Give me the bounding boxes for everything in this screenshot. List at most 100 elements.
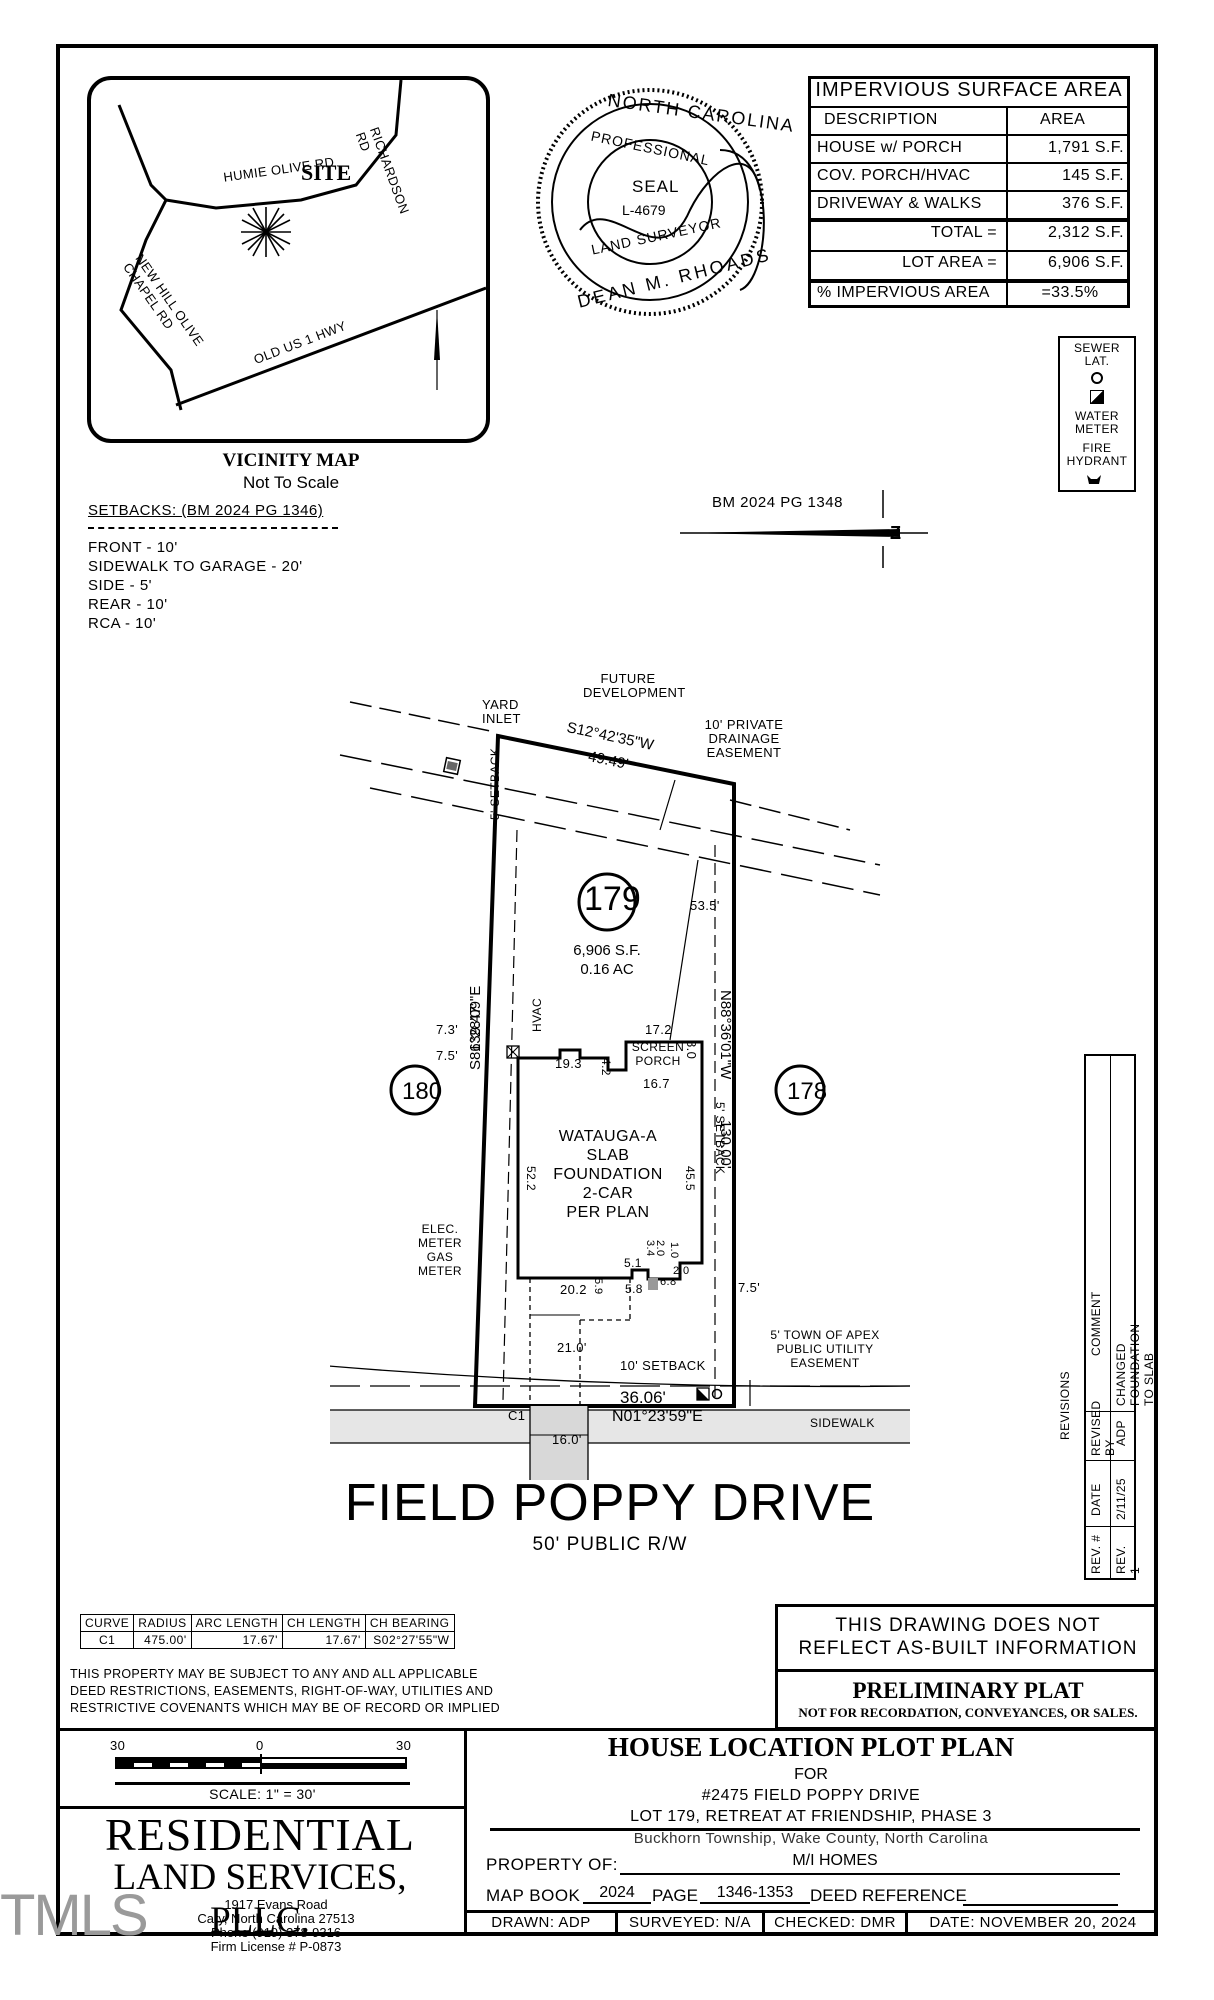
impervious-total-label: TOTAL =	[930, 224, 997, 241]
dim-17-2: 17.2	[645, 1022, 672, 1037]
plan-date: DATE: NOVEMBER 20, 2024	[929, 1914, 1137, 1931]
note-line: DEED RESTRICTIONS, EASEMENTS, RIGHT-OF-W…	[70, 1684, 494, 1698]
impervious-col-area: AREA	[1040, 111, 1086, 128]
curve-cell: 17.67'	[281, 1631, 366, 1649]
impervious-pct-label: % IMPERVIOUS AREA	[817, 284, 990, 301]
curve-cell: S02°27'55"W	[364, 1631, 455, 1649]
date-header: DATE	[1089, 1483, 1103, 1516]
scale-right: 30	[396, 1738, 412, 1753]
page-number: 1346-1353	[700, 1884, 810, 1904]
dim-16-0: 16.0'	[552, 1432, 582, 1447]
setback-item: SIDE - 5'	[88, 577, 153, 594]
dim-20-2: 20.2	[560, 1282, 587, 1297]
water-meter-icon	[1090, 390, 1104, 404]
curve-header: CURVE	[79, 1614, 135, 1632]
dim-1-0: 1.0	[668, 1242, 680, 1259]
adjacent-lot-right: 178	[787, 1078, 828, 1105]
dim-4-2: 4.2	[599, 1058, 613, 1076]
legend-water: WATER METER	[1075, 409, 1119, 436]
site-label: SITE	[301, 160, 352, 185]
dim-7-5-hvac: 7.5'	[436, 1048, 459, 1063]
vicinity-title: VICINITY MAP	[222, 450, 360, 471]
utility-legend: SEWER LAT. WATER METER FIRE HYDRANT	[1058, 336, 1136, 492]
front-bearing: N01°23'59"E	[612, 1408, 703, 1425]
revised-by-header: REVISED BY	[1089, 1400, 1117, 1456]
dim-2-0: 2.0	[654, 1240, 666, 1257]
dim-53-5: 53.5'	[690, 898, 720, 913]
dim-6-8: 6.8	[660, 1276, 677, 1288]
curve-cell: 17.67'	[190, 1631, 283, 1649]
impervious-row-desc: DRIVEWAY & WALKS	[817, 195, 982, 212]
plan-lot: LOT 179, RETREAT AT FRIENDSHIP, PHASE 3	[630, 1808, 992, 1825]
revisions-table: REV. # DATE REVISED BY COMMENT REV. 1 2/…	[1084, 1054, 1156, 1580]
setback-item: RCA - 10'	[88, 615, 157, 632]
screen-porch: SCREEN PORCH	[631, 1040, 685, 1068]
dim-19-3: 19.3	[555, 1056, 582, 1071]
impervious-col-desc: DESCRIPTION	[824, 111, 938, 128]
setback-item: SIDEWALK TO GARAGE - 20'	[88, 558, 303, 575]
house-line: WATAUGA-A	[558, 1128, 658, 1145]
north-arrow-icon: Z	[680, 490, 928, 568]
dim-5-1: 5.1	[624, 1256, 642, 1270]
deed-label: DEED REFERENCE	[810, 1886, 967, 1905]
front-distance: 36.06'	[620, 1388, 666, 1407]
house-line: 2-CAR	[582, 1185, 634, 1202]
dim-7-3: 7.3'	[436, 1022, 459, 1037]
sidewalk-label: SIDEWALK	[810, 1416, 875, 1430]
dim-2-0-b: 2.0	[673, 1265, 690, 1277]
impervious-row-desc: HOUSE w/ PORCH	[817, 139, 963, 156]
company-phone: Phone (919) 378-9316	[210, 1925, 342, 1940]
comment-header: COMMENT	[1089, 1291, 1103, 1356]
side-setback-right: 5' SETBACK	[713, 1102, 727, 1175]
rev-header: REV. #	[1089, 1534, 1103, 1574]
prelim-title: PRELIMINARY PLAT	[852, 1678, 1084, 1703]
right-bearing: N88°36'01"W	[717, 990, 734, 1080]
company-addr-line: Cary, North Carolina 27513	[197, 1911, 355, 1926]
setback-item: FRONT - 10'	[88, 539, 178, 556]
impervious-row-area: 376 S.F.	[1062, 195, 1124, 212]
company-license: Firm License # P-0873	[210, 1939, 342, 1954]
scale-left: 30	[110, 1738, 126, 1753]
dim-16-7: 16.7	[643, 1076, 670, 1091]
drawing-border	[56, 44, 1158, 1936]
setback-item: REAR - 10'	[88, 596, 168, 613]
plan-location: Buckhorn Township, Wake County, North Ca…	[633, 1830, 989, 1847]
street-row: 50' PUBLIC R/W	[532, 1534, 688, 1555]
property-label: PROPERTY OF:	[486, 1855, 618, 1874]
surveyor-seal	[536, 88, 765, 316]
dim-5-9: 5.9	[592, 1278, 604, 1295]
note-line: THIS PROPERTY MAY BE SUBJECT TO ANY AND …	[70, 1667, 478, 1681]
svg-text:Z: Z	[890, 523, 901, 543]
scale-mid: 0	[256, 1738, 264, 1753]
company-name-1: RESIDENTIAL	[105, 1809, 415, 1860]
lot-ac: 0.16 AC	[580, 961, 634, 978]
plan-title: HOUSE LOCATION PLOT PLAN	[607, 1732, 1015, 1762]
scale-bar	[115, 1754, 407, 1774]
utility-easement: 5' TOWN OF APEX PUBLIC UTILITY EASEMENT	[770, 1328, 880, 1370]
restrictions-note: THIS PROPERTY MAY BE SUBJECT TO ANY AND …	[70, 1666, 500, 1717]
curve-cell: C1	[79, 1631, 135, 1649]
checked-by: CHECKED: DMR	[774, 1914, 896, 1931]
drainage-easement: 10' PRIVATE DRAINAGE EASEMENT	[704, 717, 784, 760]
disclaimer-box: THIS DRAWING DOES NOT REFLECT AS-BUILT I…	[775, 1604, 1158, 1730]
legend-fire: FIRE HYDRANT	[1066, 441, 1128, 468]
rev-comment: CHANGED FOUNDATION TO SLAB	[1114, 1323, 1156, 1406]
impervious-lot-label: LOT AREA =	[902, 254, 997, 271]
curve-header: RADIUS	[133, 1614, 192, 1632]
impervious-title: IMPERVIOUS SURFACE AREA	[815, 79, 1123, 101]
rev-by: ADP	[1114, 1420, 1128, 1446]
surveyed-by: SURVEYED: N/A	[628, 1914, 752, 1931]
dim-45-5: 45.5	[683, 1166, 697, 1191]
left-distance: 139.47'	[467, 1003, 484, 1052]
lot-sf: 6,906 S.F.	[573, 942, 641, 959]
dim-21-0: 21.0'	[557, 1340, 587, 1355]
vicinity-map: SITE HUMIE OLIVE RD RICHARDSON RD NEW HI…	[87, 76, 490, 443]
front-setback: 10' SETBACK	[620, 1358, 706, 1373]
curve-table: CURVE RADIUS ARC LENGTH CH LENGTH CH BEA…	[79, 1614, 455, 1649]
legend-sewer: SEWER LAT.	[1073, 341, 1120, 368]
yard-inlet-label: YARD INLET	[482, 697, 521, 726]
fire-hydrant-icon	[1086, 472, 1102, 484]
setbacks-title: SETBACKS: (BM 2024 PG 1346)	[88, 502, 324, 519]
adjacent-lot-left: 180	[402, 1078, 443, 1105]
disclaimer-line: REFLECT AS-BUILT INFORMATION	[798, 1638, 1138, 1659]
